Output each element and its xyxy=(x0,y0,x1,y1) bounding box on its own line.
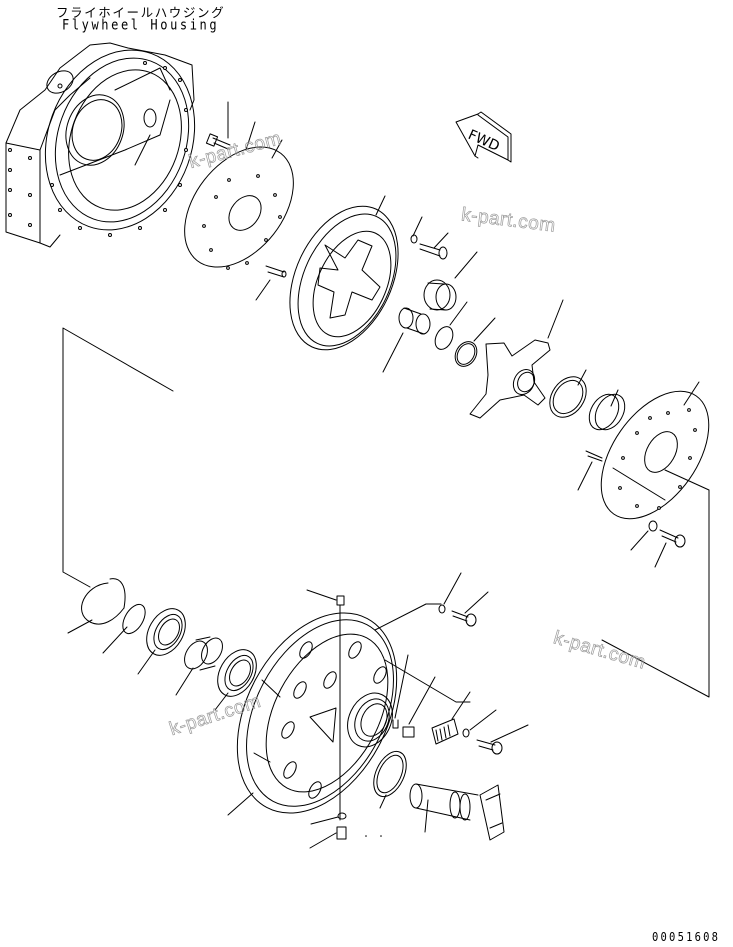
drive-case[interactable] xyxy=(268,189,419,367)
drawing-number: 00051608 xyxy=(652,930,721,945)
plate-rear[interactable] xyxy=(579,372,730,538)
oil-seal[interactable] xyxy=(367,746,413,808)
bolt-housing[interactable] xyxy=(452,592,488,626)
drain-plug[interactable] xyxy=(310,827,346,848)
dowel-pin-rear[interactable] xyxy=(578,451,602,490)
snap-ring-large[interactable] xyxy=(68,579,125,633)
washer-rear[interactable] xyxy=(631,521,657,550)
bearing-cup[interactable] xyxy=(424,252,477,310)
leader-washer-upper xyxy=(246,122,255,150)
bolt-plate[interactable] xyxy=(477,725,528,754)
seal-ring[interactable] xyxy=(542,370,593,424)
dowel-pin-front[interactable] xyxy=(256,266,286,300)
washer-housing[interactable] xyxy=(439,573,461,613)
spacer[interactable] xyxy=(383,308,430,372)
flywheel-housing[interactable] xyxy=(6,29,219,251)
drain-washer[interactable] xyxy=(311,813,346,824)
dot-marks xyxy=(365,835,382,837)
washer-case[interactable] xyxy=(411,217,422,243)
snap-ring-inner[interactable] xyxy=(103,601,150,653)
plug[interactable] xyxy=(403,677,435,737)
assembly-reference-lines xyxy=(63,328,709,702)
spider-coupling[interactable] xyxy=(470,300,563,418)
bearing-outer[interactable] xyxy=(583,389,631,435)
output-shaft[interactable] xyxy=(410,784,504,840)
fwd-direction-arrow xyxy=(456,112,511,162)
bolt-rear[interactable] xyxy=(655,530,685,567)
plate-front[interactable] xyxy=(162,126,315,287)
snap-ring-small[interactable] xyxy=(432,302,467,352)
washer-plate[interactable] xyxy=(463,710,496,737)
o-ring[interactable] xyxy=(451,318,495,370)
bolt-case[interactable] xyxy=(420,233,448,259)
name-plate[interactable] xyxy=(432,692,470,744)
pump-housing[interactable] xyxy=(205,586,429,841)
bearing-left[interactable] xyxy=(138,602,193,674)
bearing-right[interactable] xyxy=(210,643,264,710)
bolt-upper[interactable] xyxy=(206,102,230,149)
collar[interactable] xyxy=(176,634,227,695)
diagram-title-english: Flywheel Housing xyxy=(62,17,220,34)
diagram-title-japanese: フライホイールハウジング xyxy=(56,5,226,20)
pin[interactable] xyxy=(393,655,408,728)
breather-plug[interactable] xyxy=(307,590,344,820)
